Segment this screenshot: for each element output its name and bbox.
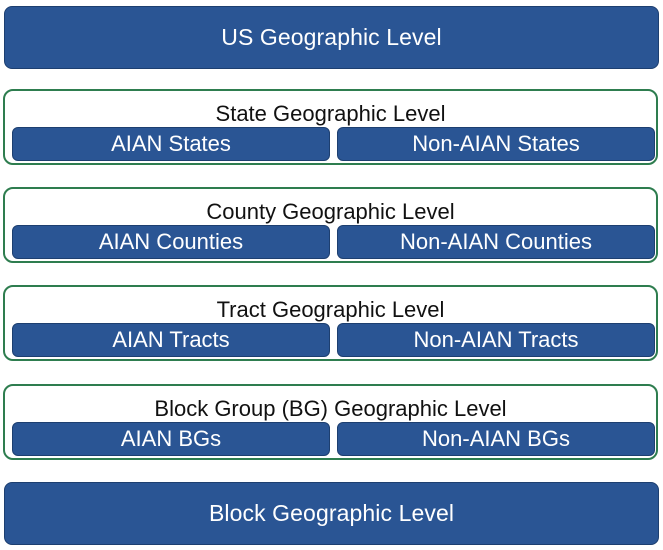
aian-tracts-box: AIAN Tracts — [12, 323, 330, 357]
non-aian-tracts-label: Non-AIAN Tracts — [413, 327, 579, 352]
us-level-label: US Geographic Level — [221, 24, 442, 50]
block-level-label: Block Geographic Level — [208, 500, 455, 526]
block-group-level-group: Block Group (BG) Geographic Level AIAN B… — [3, 384, 658, 460]
tract-level-group: Tract Geographic Level AIAN Tracts Non-A… — [3, 285, 658, 361]
non-aian-counties-box: Non-AIAN Counties — [337, 225, 655, 259]
state-level-title: State Geographic Level — [215, 101, 446, 126]
non-aian-bgs-label: Non-AIAN BGs — [422, 426, 570, 451]
non-aian-states-box: Non-AIAN States — [337, 127, 655, 161]
aian-bgs-label: AIAN BGs — [120, 426, 222, 451]
aian-counties-label: AIAN Counties — [98, 229, 244, 254]
county-level-group: County Geographic Level AIAN Counties No… — [3, 187, 658, 263]
aian-states-box: AIAN States — [12, 127, 330, 161]
aian-bgs-box: AIAN BGs — [12, 422, 330, 456]
county-level-title: County Geographic Level — [206, 199, 455, 224]
tract-level-title: Tract Geographic Level — [216, 297, 445, 322]
block-group-level-title: Block Group (BG) Geographic Level — [154, 396, 507, 421]
state-level-group: State Geographic Level AIAN States Non-A… — [3, 89, 658, 165]
aian-counties-box: AIAN Counties — [12, 225, 330, 259]
block-level-box: Block Geographic Level — [4, 482, 659, 545]
non-aian-counties-label: Non-AIAN Counties — [400, 229, 592, 254]
non-aian-tracts-box: Non-AIAN Tracts — [337, 323, 655, 357]
non-aian-states-label: Non-AIAN States — [412, 131, 580, 156]
aian-tracts-label: AIAN Tracts — [112, 327, 230, 352]
aian-states-label: AIAN States — [111, 131, 231, 156]
non-aian-bgs-box: Non-AIAN BGs — [337, 422, 655, 456]
us-level-box: US Geographic Level — [4, 6, 659, 69]
